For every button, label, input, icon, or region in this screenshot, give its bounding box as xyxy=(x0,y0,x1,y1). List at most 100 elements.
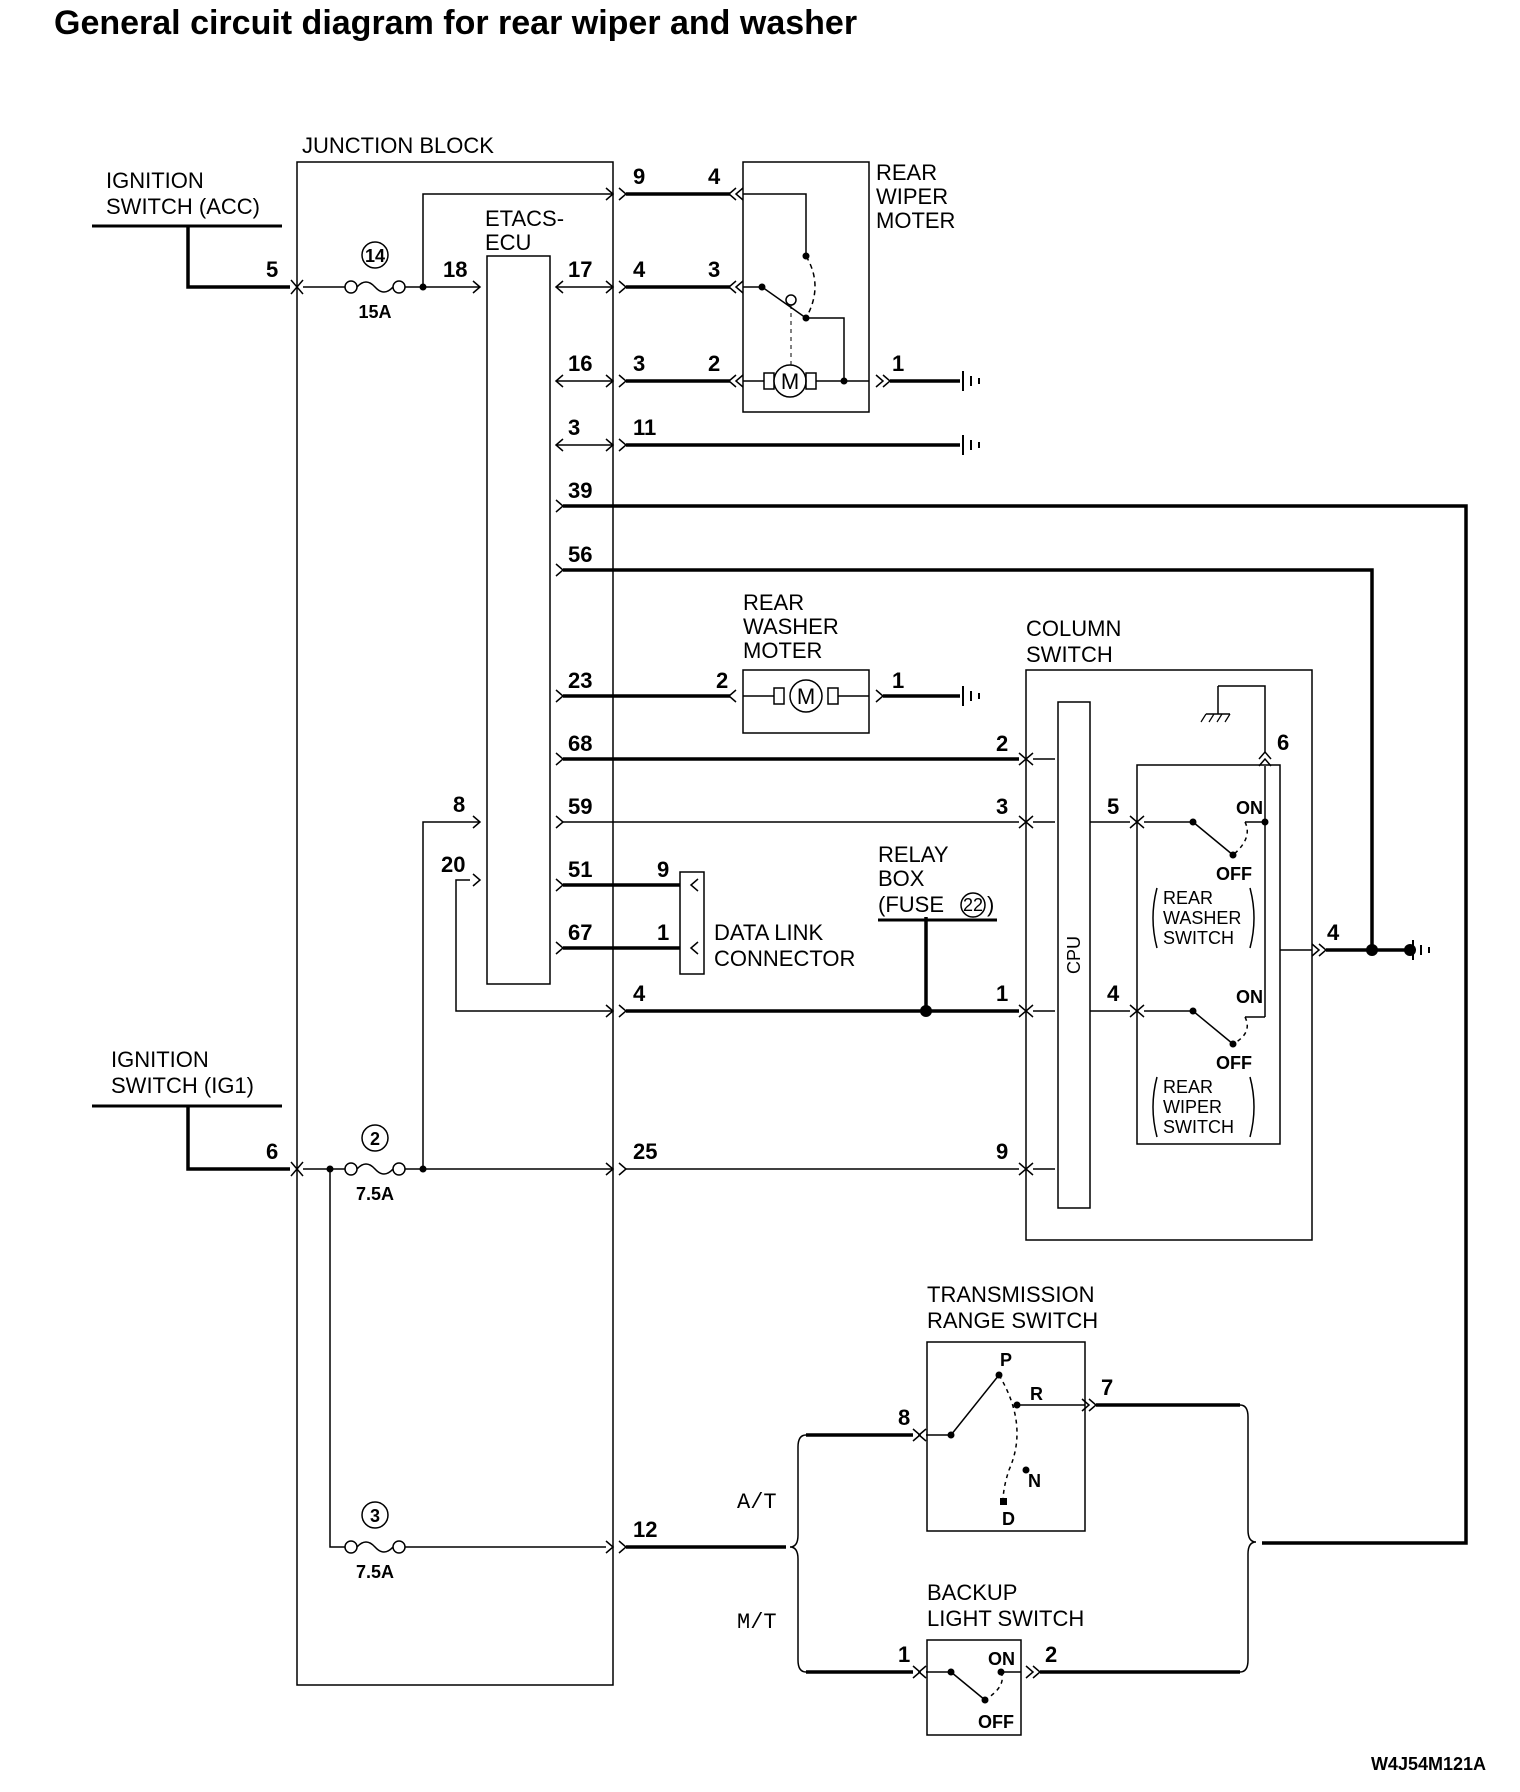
diagram-code: W4J54M121A xyxy=(1371,1754,1486,1774)
trs-r: R xyxy=(1030,1384,1043,1404)
trs-d: D xyxy=(1002,1509,1015,1529)
fuse-2-rating: 7.5A xyxy=(356,1184,394,1204)
pin-ecu-23: 23 xyxy=(568,668,592,693)
pin-ecu-20: 20 xyxy=(441,852,465,877)
mt-label: M/T xyxy=(737,1610,777,1635)
pin-cs-5: 5 xyxy=(1107,794,1119,819)
etacs-ecu: ETACS- ECU xyxy=(485,206,564,985)
rwip-label-2: WIPER xyxy=(1163,1097,1222,1117)
pin-jb-3: 3 xyxy=(633,351,645,376)
pin-dlc-9: 9 xyxy=(657,857,669,882)
ecu-lines: 9 4 17 4 3 16 3 2 3 11 39 xyxy=(554,164,1468,1554)
ignition-switch-acc: IGNITION SWITCH (ACC) 5 xyxy=(92,168,290,289)
trs-p: P xyxy=(1000,1350,1012,1370)
column-label-1: COLUMN xyxy=(1026,616,1121,641)
rear-washer-motor: REAR WASHER MOTER M 2 1 xyxy=(716,590,980,734)
bls-label-1: BACKUP xyxy=(927,1580,1017,1605)
rear-washer-label-2: WASHER xyxy=(743,614,839,639)
pin-ecu-39: 39 xyxy=(568,478,592,503)
etacs-label-1: ETACS- xyxy=(485,206,564,231)
ign-acc-label-2: SWITCH (ACC) xyxy=(106,194,260,219)
transmission-range-switch: TRANSMISSION RANGE SWITCH P R N D 8 7 xyxy=(806,1282,1240,1532)
pin-ecu-59: 59 xyxy=(568,794,592,819)
fuse-14-circuit: 14 15A 18 xyxy=(290,193,613,322)
pin-jb-4b: 4 xyxy=(633,981,646,1006)
pin-cs-9: 9 xyxy=(996,1139,1008,1164)
pin-wm-3: 3 xyxy=(708,257,720,282)
rear-wiper-label-2: WIPER xyxy=(876,184,948,209)
trs-label-2: RANGE SWITCH xyxy=(927,1308,1098,1333)
rear-wiper-motor: REAR WIPER MOTER M 1 xyxy=(742,160,980,413)
column-switch: COLUMN SWITCH CPU 6 ON OFF 5 REAR W xyxy=(1025,616,1430,1241)
pin-acc-5: 5 xyxy=(266,257,278,282)
pin-bl-2: 2 xyxy=(1045,1642,1057,1667)
bls-off: OFF xyxy=(978,1712,1014,1732)
relay-label-1: RELAY xyxy=(878,842,949,867)
bls-label-2: LIGHT SWITCH xyxy=(927,1606,1084,1631)
rwip-off: OFF xyxy=(1216,1053,1252,1073)
pin-jb-25: 25 xyxy=(633,1139,657,1164)
pin-jb-12: 12 xyxy=(633,1517,657,1542)
fuse-3-rating: 7.5A xyxy=(356,1562,394,1582)
fuse-2-3-circuit: 2 7.5A 3 7.5A xyxy=(303,1124,613,1582)
ign-ig1-label-1: IGNITION xyxy=(111,1047,209,1072)
relay-label-3: (FUSE xyxy=(878,892,944,917)
junction-block-label: JUNCTION BLOCK xyxy=(302,133,494,158)
rws-label-2: WASHER xyxy=(1163,908,1241,928)
pin-bl-1: 1 xyxy=(898,1642,910,1667)
svg-text:M: M xyxy=(781,369,799,394)
rwip-on: ON xyxy=(1236,987,1263,1007)
pin-jb-11: 11 xyxy=(633,415,656,440)
pin-cs-3: 3 xyxy=(996,794,1008,819)
dlc-label-2: CONNECTOR xyxy=(714,946,855,971)
pin-cs-4a: 4 xyxy=(1107,981,1120,1006)
pin-wsm-1: 1 xyxy=(892,668,904,693)
svg-text:M: M xyxy=(797,684,815,709)
pin-cs-1: 1 xyxy=(996,981,1008,1006)
relay-box: RELAY BOX (FUSE 22 ) xyxy=(878,842,997,922)
at-label: A/T xyxy=(737,1490,777,1515)
etacs-label-2: ECU xyxy=(485,230,531,255)
relay-label-close: ) xyxy=(987,892,994,917)
pin-ecu-3: 3 xyxy=(568,415,580,440)
trs-n: N xyxy=(1028,1471,1041,1491)
rear-wiper-label-3: MOTER xyxy=(876,208,955,233)
pin-dlc-1: 1 xyxy=(657,920,669,945)
pin-jb-4a: 4 xyxy=(633,257,646,282)
pin-jb-9: 9 xyxy=(633,164,645,189)
dlc-label-1: DATA LINK xyxy=(714,920,824,945)
rear-washer-label-1: REAR xyxy=(743,590,804,615)
rws-off: OFF xyxy=(1216,864,1252,884)
pin-cs-2: 2 xyxy=(996,731,1008,756)
cpu-label: CPU xyxy=(1064,936,1084,974)
backup-light-switch: BACKUP LIGHT SWITCH ON OFF 1 2 xyxy=(806,1580,1240,1736)
fuse-3-number: 3 xyxy=(370,1506,380,1526)
rws-label-1: REAR xyxy=(1163,888,1213,908)
pin-wm-1: 1 xyxy=(892,351,904,376)
fuse-2-number: 2 xyxy=(370,1129,380,1149)
pin-ecu-67: 67 xyxy=(568,920,592,945)
pin-ecu-17: 17 xyxy=(568,257,592,282)
pin-ecu-16: 16 xyxy=(568,351,592,376)
junction-block: JUNCTION BLOCK xyxy=(296,133,614,1686)
pin-ecu-51: 51 xyxy=(568,857,592,882)
pin-trs-7: 7 xyxy=(1101,1375,1113,1400)
pin-ecu-56: 56 xyxy=(568,542,592,567)
at-mt-bracket: A/T M/T xyxy=(737,1404,1257,1673)
ign-acc-label-1: IGNITION xyxy=(106,168,204,193)
ecu-inputs: 8 20 xyxy=(422,792,613,1169)
pin-trs-8: 8 xyxy=(898,1405,910,1430)
pin-cs-4b: 4 xyxy=(1327,920,1340,945)
pin-ig1-6: 6 xyxy=(266,1139,278,1164)
trs-label-1: TRANSMISSION xyxy=(927,1282,1094,1307)
rear-washer-label-3: MOTER xyxy=(743,638,822,663)
pin-cs-6: 6 xyxy=(1277,730,1289,755)
page-title: General circuit diagram for rear wiper a… xyxy=(54,4,858,42)
pin-wsm-2: 2 xyxy=(716,668,728,693)
relay-fuse-number: 22 xyxy=(963,895,983,915)
fuse-14-rating: 15A xyxy=(358,302,391,322)
data-link-connector: DATA LINK CONNECTOR xyxy=(679,871,855,975)
rws-label-3: SWITCH xyxy=(1163,928,1234,948)
fuse-14-number: 14 xyxy=(365,246,385,266)
